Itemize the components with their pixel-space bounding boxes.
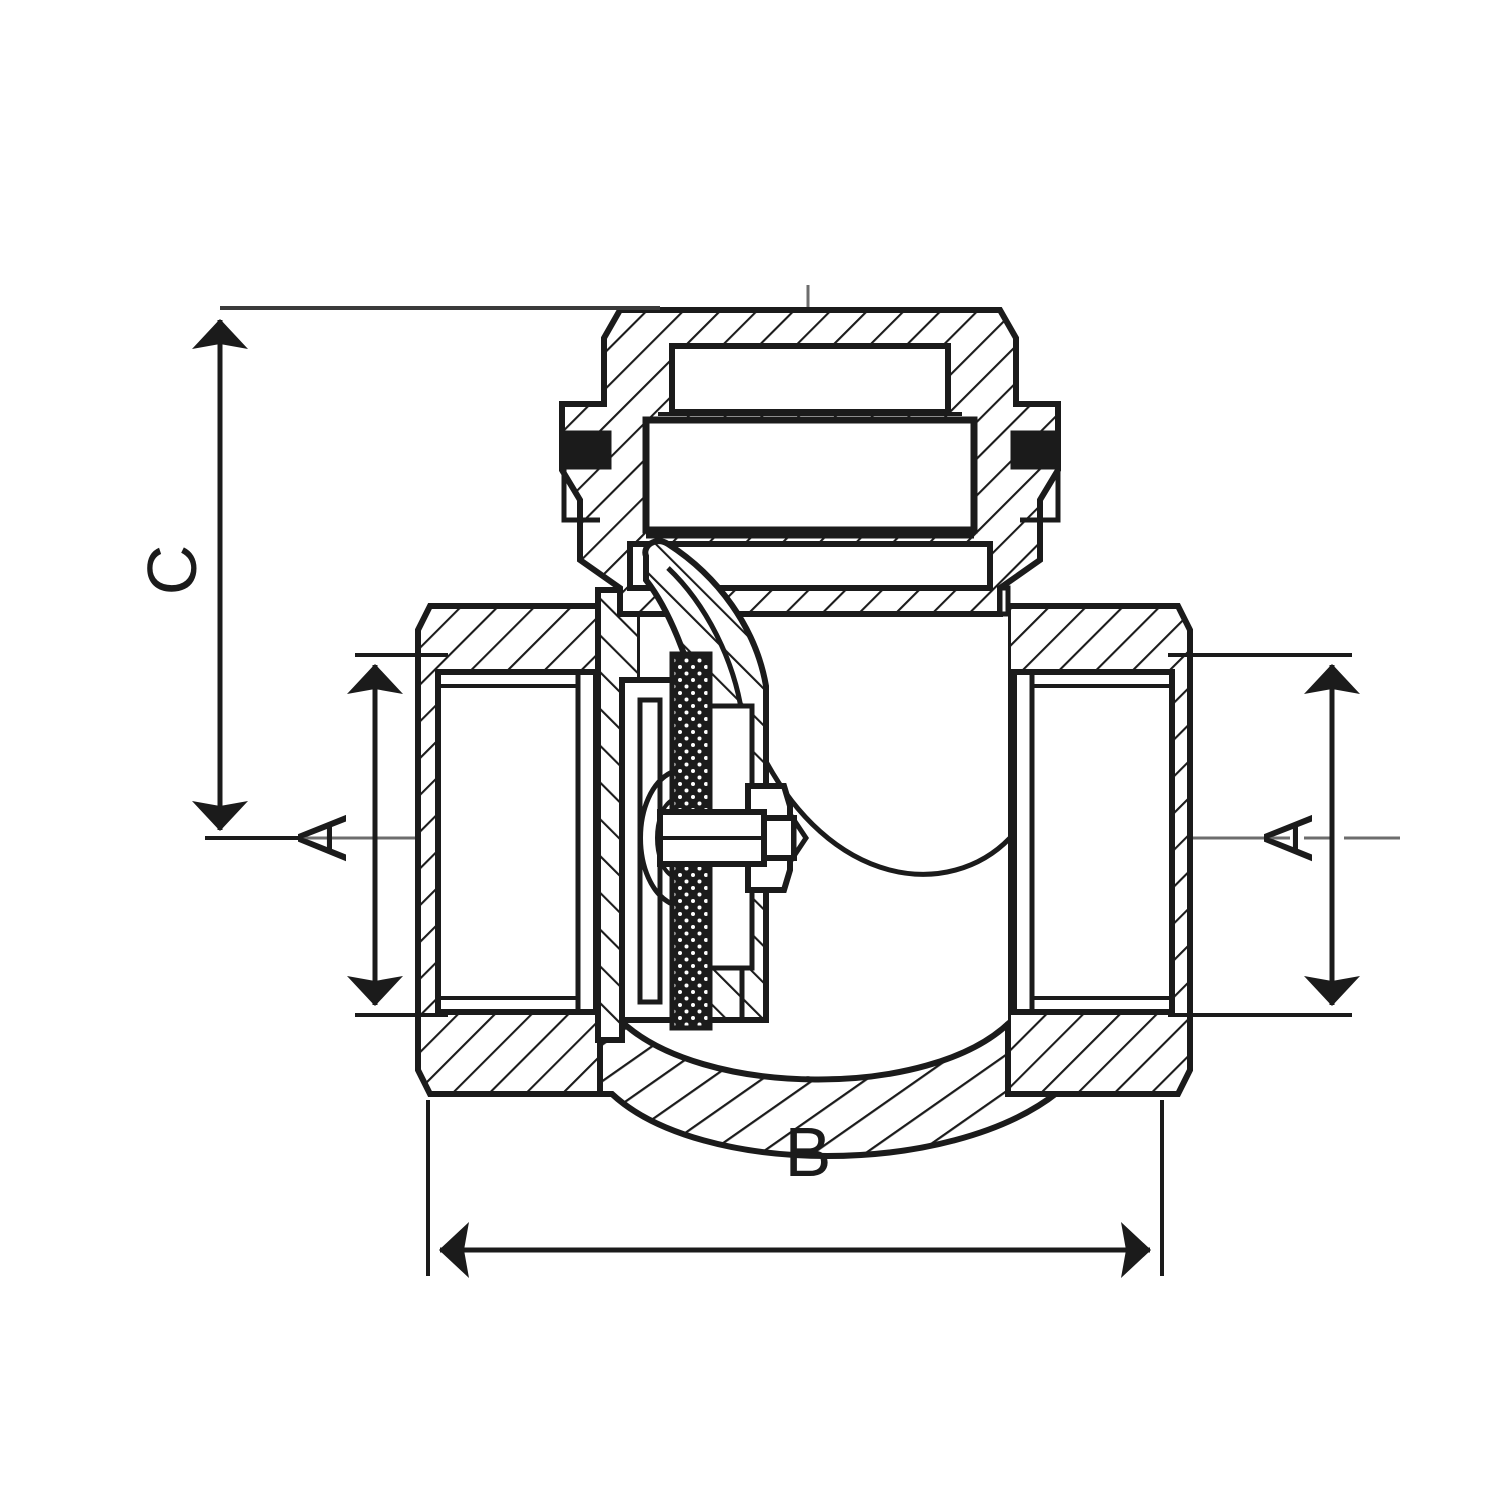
dimension-C [192, 319, 300, 840]
dimension-label-B: B [785, 1113, 832, 1191]
seat-ring-left [637, 697, 663, 1005]
dimension-B [426, 1100, 1164, 1278]
valve-assembly [220, 306, 1193, 1159]
hinge-pin-head [761, 815, 797, 861]
cap-inner-recess-mid [642, 416, 978, 534]
body-neck-right-wall [997, 585, 1011, 617]
cap-inner-recess-lower [627, 541, 993, 591]
inlet-bore-cavity [435, 669, 599, 1015]
seal-groove-right [1020, 468, 1061, 523]
dimension-label-A-left: A [283, 814, 361, 861]
hinge-pin-tip [791, 811, 810, 865]
dimension-label-C: C [133, 545, 211, 596]
dimension-label-A-right: A [1249, 814, 1327, 861]
cap-inner-recess-upper [669, 343, 951, 415]
seal-groove-left [561, 468, 600, 523]
disc-swing-arc [638, 769, 674, 907]
dimension-A-left [347, 653, 448, 1017]
dimension-A-right [1168, 653, 1360, 1017]
o-ring-seal-right [1010, 430, 1060, 470]
outlet-bore-cavity [1011, 669, 1175, 1015]
o-ring-seal-left [562, 430, 612, 470]
